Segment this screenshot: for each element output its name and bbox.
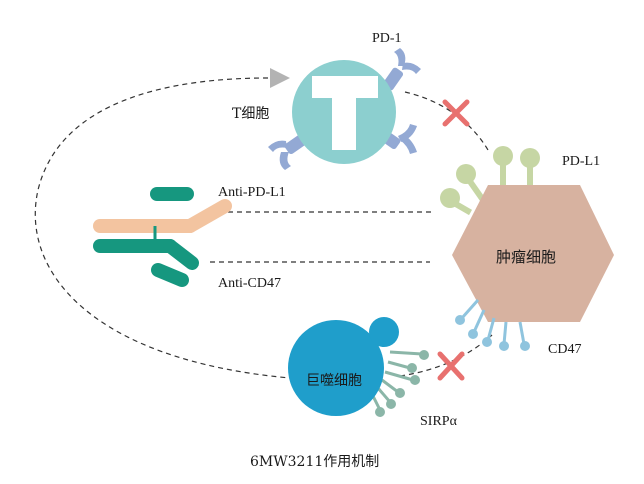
cd47-ligand-icon bbox=[468, 309, 486, 339]
pdl1-ligand-icon bbox=[493, 146, 513, 186]
macrophage-pseudopod bbox=[369, 317, 399, 347]
sirpa-receptors bbox=[370, 350, 429, 417]
pdl1-ligands bbox=[440, 146, 540, 216]
cd47-ligand-icon bbox=[482, 317, 496, 347]
sirpa-receptor-icon bbox=[370, 393, 385, 417]
pdl1-ligand-icon bbox=[520, 148, 540, 188]
tumor-cell-body bbox=[452, 185, 614, 322]
t-cell-tumor-dashed-arc bbox=[404, 91, 489, 151]
pd1-label: PD-1 bbox=[372, 31, 402, 46]
tumor-cell-label: 肿瘤细胞 bbox=[496, 248, 556, 266]
t-cell-label: T细胞 bbox=[232, 106, 269, 122]
sirpa-receptor-icon bbox=[384, 370, 420, 385]
feedback-arrow-icon bbox=[270, 68, 290, 88]
t-letter-glyph bbox=[312, 76, 378, 150]
cd47-ligand-icon bbox=[518, 321, 530, 351]
sirpa-label: SIRPα bbox=[420, 414, 458, 429]
block-x-icon bbox=[437, 351, 465, 381]
t-cell bbox=[268, 48, 421, 170]
block-x-icon bbox=[442, 99, 470, 127]
pdl1-ligand-icon bbox=[440, 188, 473, 216]
cd47-ligand-icon bbox=[455, 299, 480, 325]
macrophage-body bbox=[288, 320, 384, 416]
diagram-caption: 6MW3211作用机制 bbox=[250, 454, 379, 470]
cd47-ligand-icon bbox=[499, 321, 509, 351]
sirpa-receptor-icon bbox=[376, 387, 396, 409]
cd47-ligands bbox=[455, 299, 530, 351]
macrophage bbox=[288, 317, 429, 417]
sirpa-receptor-icon bbox=[389, 350, 429, 360]
pdl1-label: PD-L1 bbox=[562, 154, 600, 169]
macrophage-label: 巨噬细胞 bbox=[306, 373, 362, 389]
bispecific-antibody-icon bbox=[93, 187, 232, 287]
feedback-loop-dashed-line bbox=[34, 77, 291, 379]
anti-cd47-label: Anti-CD47 bbox=[218, 276, 281, 291]
cd47-label: CD47 bbox=[548, 342, 581, 357]
pdl1-ligand-icon bbox=[456, 164, 486, 202]
sirpa-receptor-icon bbox=[381, 378, 405, 398]
sirpa-receptor-icon bbox=[387, 360, 417, 373]
anti-pdl1-label: Anti-PD-L1 bbox=[218, 185, 286, 200]
